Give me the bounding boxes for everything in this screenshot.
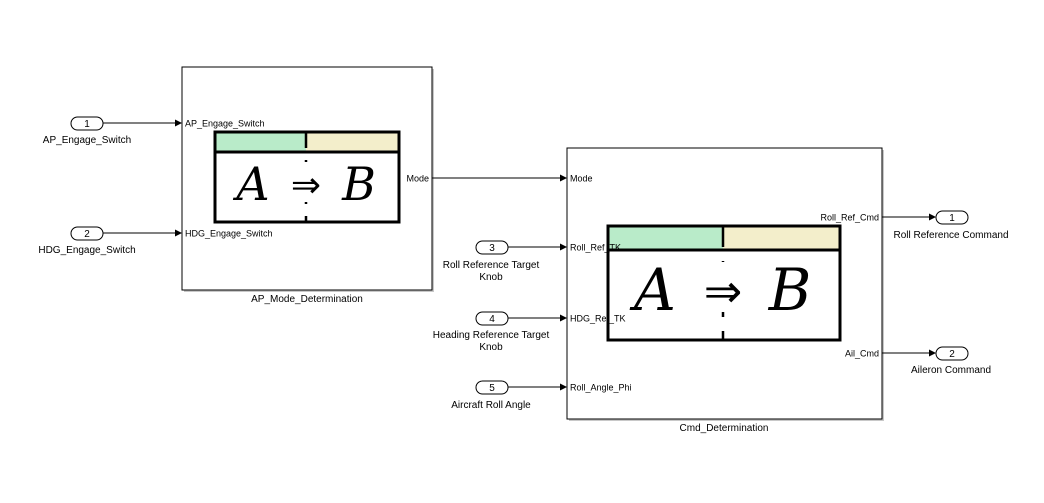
inport-4-label-line1: Heading Reference Target [433, 330, 550, 341]
inport-4-number: 4 [489, 314, 495, 325]
inport-3-label-line2: Knob [479, 272, 503, 283]
arrowhead-icon [560, 383, 567, 391]
ap-mode-input-hdg-engage: HDG_Engage_Switch [185, 229, 273, 239]
cmd-output-ail-cmd: Ail_Cmd [845, 349, 879, 359]
cmd-block-name: Cmd_Determination [680, 423, 769, 434]
arrowhead-icon [560, 314, 567, 322]
outport-2[interactable]: 2 Aileron Command [911, 346, 991, 376]
icon-symbol-bg [290, 162, 324, 202]
cmd-input-roll-ref-tk: Roll_Ref_TK [570, 243, 621, 253]
block-ap-mode-determination[interactable]: AP_Engage_Switch HDG_Engage_Switch Mode … [181, 66, 434, 305]
icon-yellow-panel [306, 132, 399, 152]
icon-symbol-bg [702, 262, 744, 312]
outport-1-oval[interactable] [935, 210, 969, 225]
icon-letter-b: B [768, 256, 812, 324]
inport-5-label: Aircraft Roll Angle [451, 400, 531, 411]
icon-letter-a: A [232, 157, 269, 211]
arrowhead-icon [560, 174, 567, 182]
arrowhead-icon [929, 213, 936, 221]
outport-2-oval[interactable] [935, 346, 969, 361]
inport-2-number: 2 [84, 229, 90, 240]
state-transition-icon: A ⇒ B [213, 130, 401, 224]
ap-mode-output-mode: Mode [406, 174, 429, 184]
inport-1-number: 1 [84, 119, 90, 130]
inport-4-label-line2: Knob [479, 342, 503, 353]
inport-4[interactable]: 4 Heading Reference Target Knob [433, 311, 550, 353]
inport-3-number: 3 [489, 243, 495, 254]
state-transition-icon: A ⇒ B [606, 224, 842, 342]
arrowhead-icon [175, 229, 182, 237]
outport-2-number: 2 [949, 349, 955, 360]
ap-mode-input-ap-engage: AP_Engage_Switch [185, 119, 265, 129]
implies-icon: ⇒ [704, 264, 743, 318]
inport-5-number: 5 [489, 383, 495, 394]
cmd-input-roll-angle-phi: Roll_Angle_Phi [570, 383, 632, 393]
implies-icon: ⇒ [291, 165, 321, 206]
outport-1[interactable]: 1 Roll Reference Command [893, 210, 1009, 241]
icon-letter-b: B [341, 157, 376, 211]
inport-2-label: HDG_Engage_Switch [38, 245, 135, 256]
outport-1-label: Roll Reference Command [893, 230, 1008, 241]
outport-1-number: 1 [949, 213, 955, 224]
inport-1-label: AP_Engage_Switch [43, 135, 131, 146]
icon-yellow-panel [723, 226, 840, 250]
block-cmd-determination[interactable]: A ⇒ B Mode Roll_Ref_TK HDG_Ref_TK Roll_A… [566, 147, 884, 434]
cmd-input-mode: Mode [570, 174, 593, 184]
icon-green-panel [608, 226, 723, 250]
inport-3-label-line1: Roll Reference Target [443, 260, 540, 271]
inport-2[interactable]: 2 HDG_Engage_Switch [38, 226, 136, 256]
icon-green-panel [215, 132, 306, 152]
outport-2-label: Aileron Command [911, 365, 991, 376]
icon-letter-a: A [629, 256, 676, 324]
cmd-input-hdg-ref-tk: HDG_Ref_TK [570, 314, 626, 324]
inport-1[interactable]: 1 AP_Engage_Switch [43, 116, 131, 146]
arrowhead-icon [560, 243, 567, 251]
ap-mode-block-name: AP_Mode_Determination [251, 294, 363, 305]
arrowhead-icon [929, 349, 936, 357]
cmd-output-roll-ref-cmd: Roll_Ref_Cmd [820, 213, 879, 223]
inport-5[interactable]: 5 Aircraft Roll Angle [451, 380, 531, 411]
arrowhead-icon [175, 119, 182, 127]
